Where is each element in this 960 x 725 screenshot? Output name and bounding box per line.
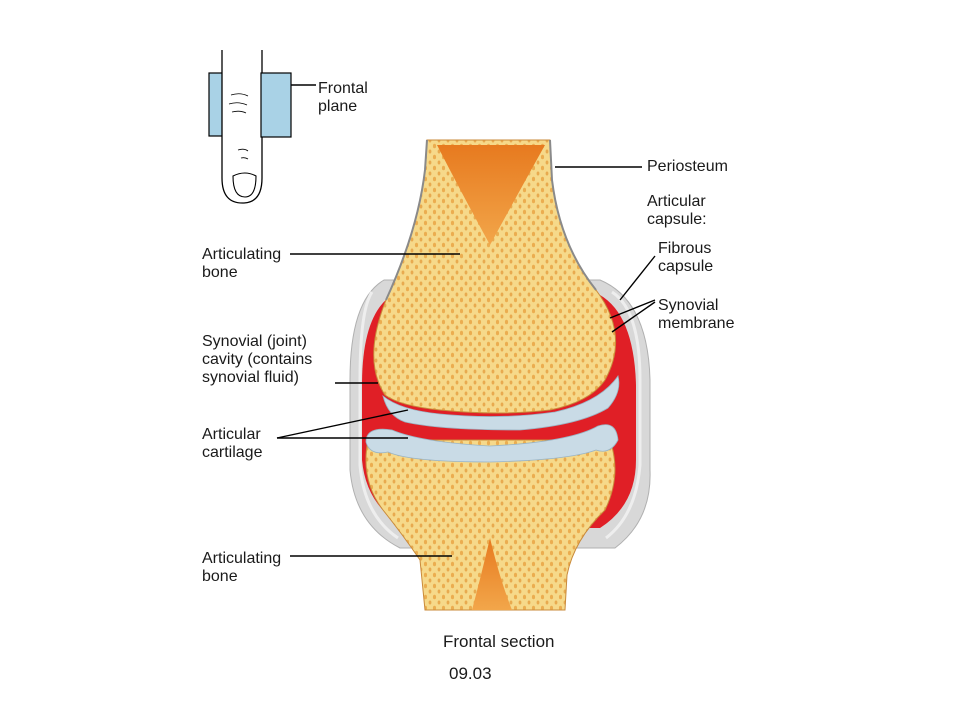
label-frontal-plane: Frontal plane	[318, 80, 368, 115]
finger-outline	[221, 50, 263, 204]
lower-bone	[365, 439, 616, 611]
label-synovial-cavity: Synovial (joint) cavity (contains synovi…	[202, 333, 313, 386]
figure-number: 09.03	[449, 664, 492, 683]
frontal-plane-right	[260, 72, 292, 138]
leader-lines	[276, 84, 656, 557]
caption-section: Frontal section	[443, 632, 555, 651]
label-articulating-bone-top: Articulating bone	[202, 246, 282, 281]
finger-sketch-icon	[208, 50, 292, 204]
upper-marrow-cavity	[437, 145, 545, 245]
lower-marrow-cavity	[472, 538, 512, 610]
label-synovial-membrane: Synovial membrane	[658, 297, 735, 332]
label-articular-capsule: Articular capsule:	[647, 193, 707, 228]
lower-articular-cartilage	[365, 424, 619, 463]
label-periosteum: Periosteum	[647, 158, 728, 175]
upper-articular-cartilage	[382, 375, 620, 431]
fingernail	[232, 172, 257, 198]
periosteum	[385, 139, 597, 301]
label-articular-cartilage: Articular cartilage	[202, 426, 263, 461]
label-fibrous-capsule: Fibrous capsule	[658, 240, 714, 275]
label-articulating-bone-bottom: Articulating bone	[202, 550, 282, 585]
